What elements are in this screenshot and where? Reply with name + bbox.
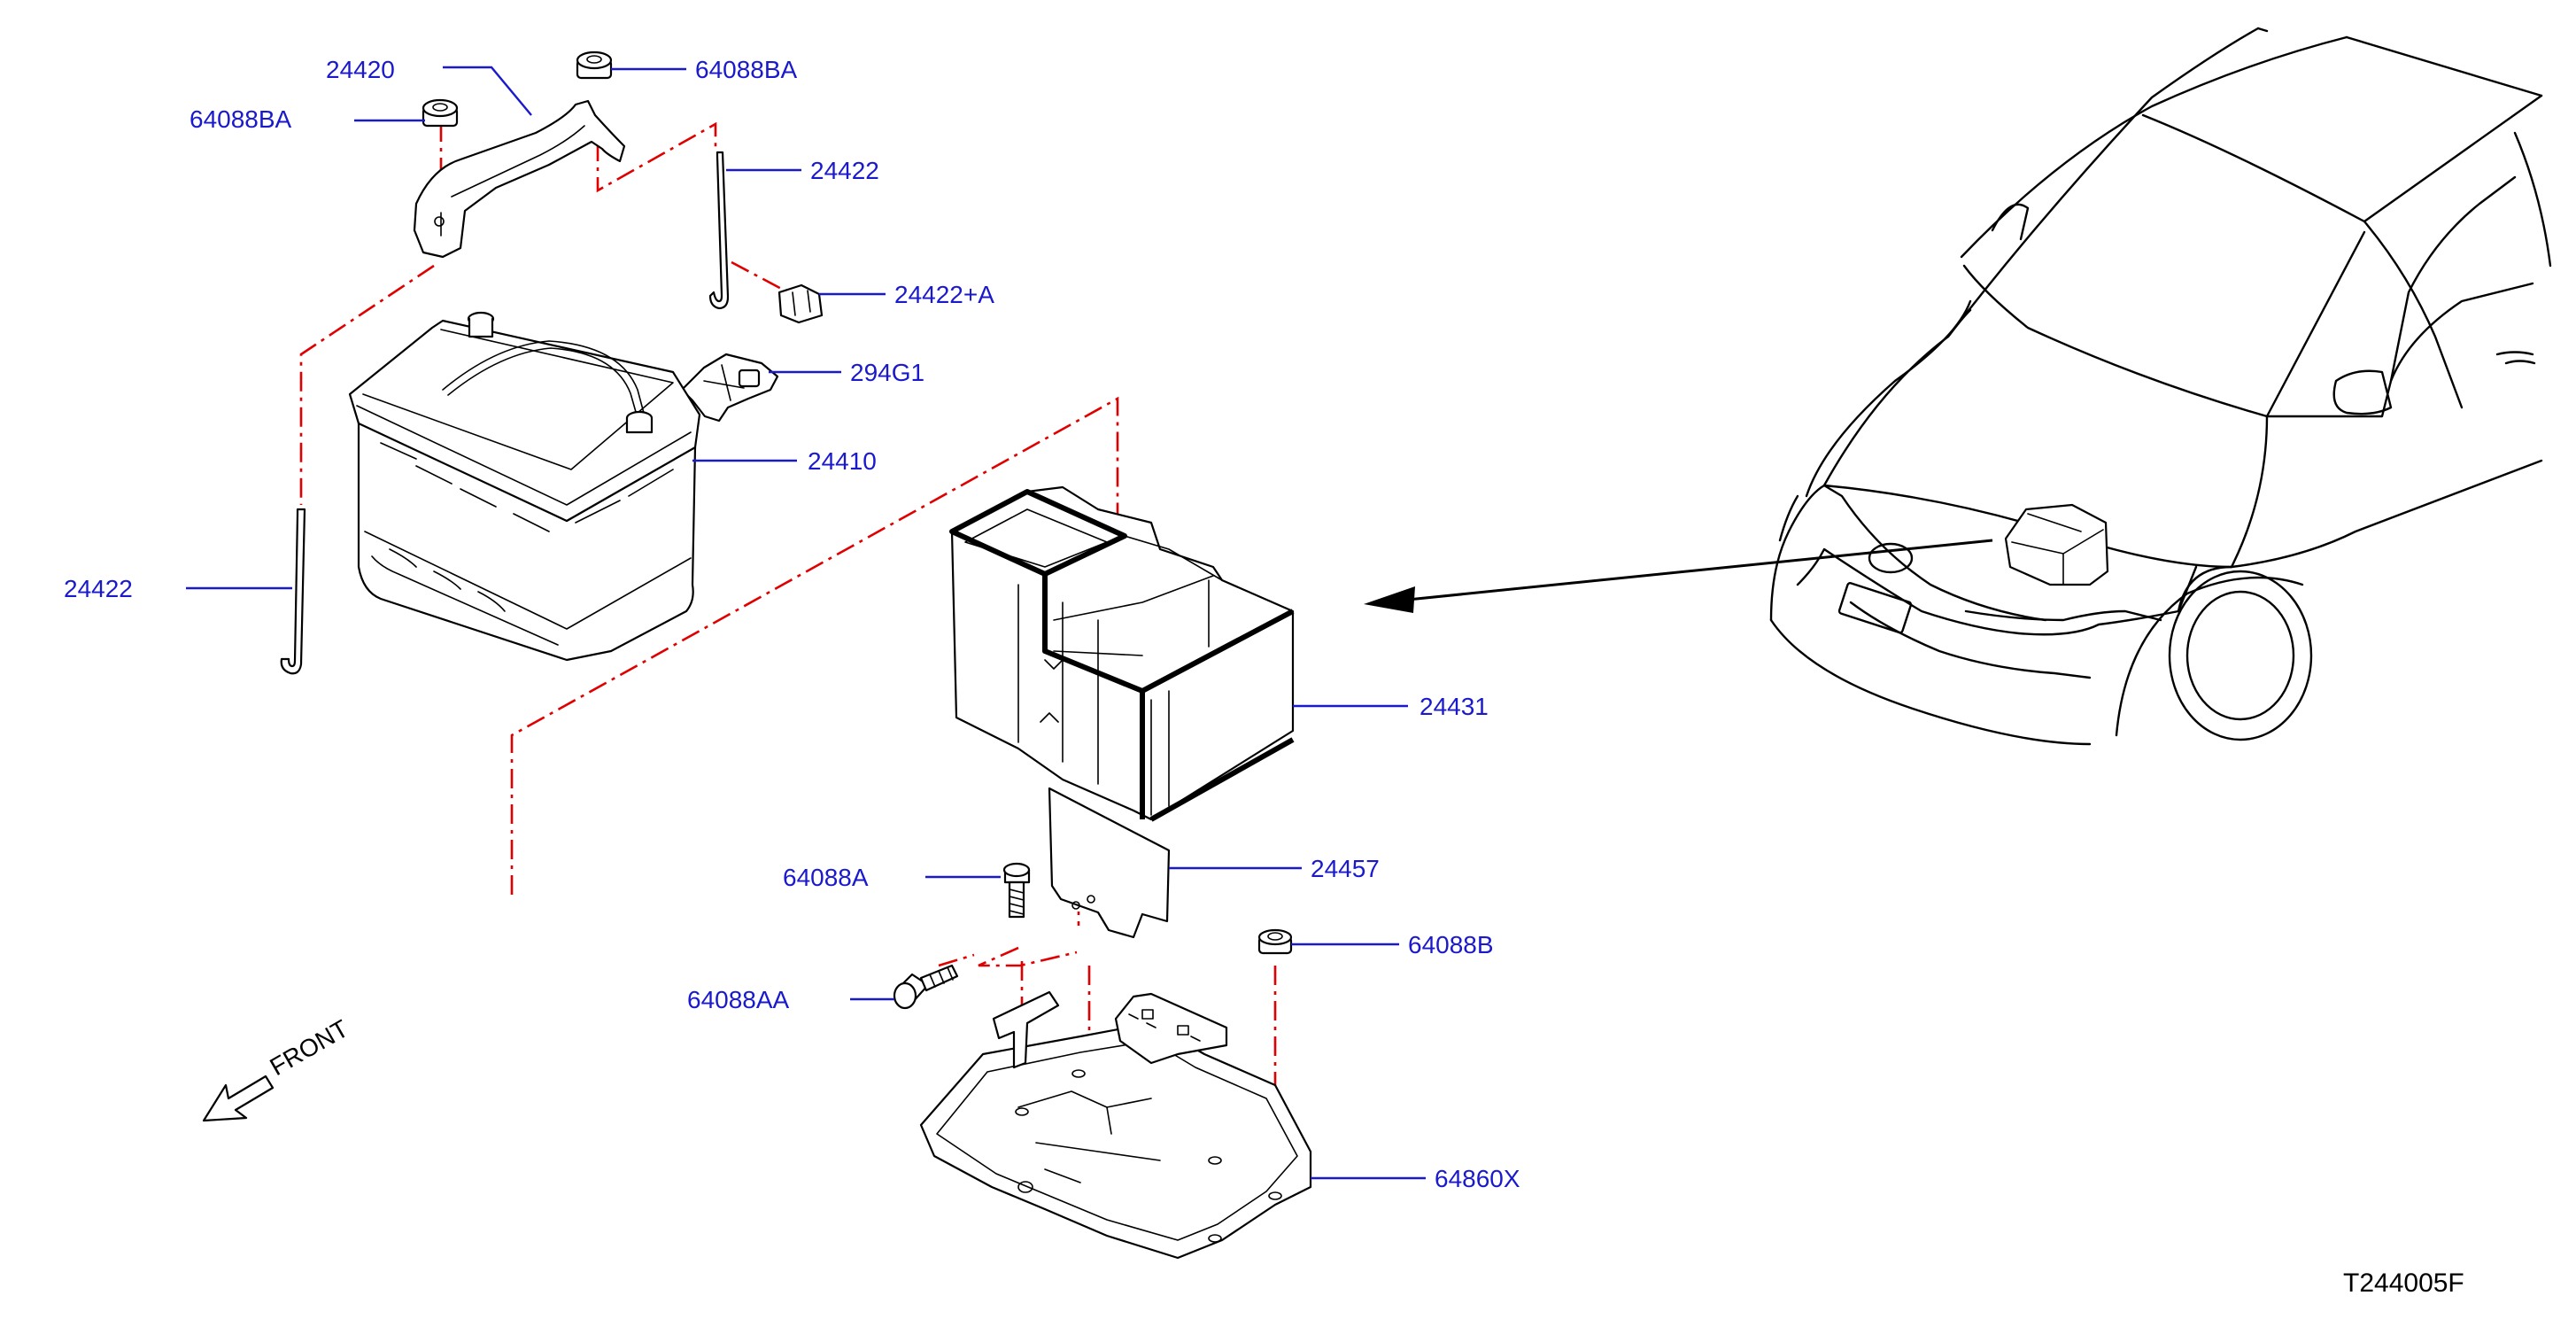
j-bolt-24422-left — [280, 508, 306, 675]
tray-box-24431 — [949, 485, 1295, 822]
callout-64088ba-left: 64088BA — [190, 105, 292, 133]
callout-labels: 24420 64088BA 64088BA 24422 24422+A 294G… — [64, 56, 1520, 1192]
callout-24422-top: 24422 — [810, 157, 879, 184]
base-tray-64860x — [919, 990, 1312, 1260]
callout-24410: 24410 — [808, 447, 877, 475]
callout-24422a: 24422+A — [894, 281, 994, 308]
j-bolt-24422-top — [708, 151, 730, 310]
vehicle-illustration — [1769, 27, 2552, 746]
bolt-64088a — [1002, 862, 1031, 919]
nut-64088ba-left — [422, 98, 459, 128]
callout-24431: 24431 — [1420, 693, 1489, 720]
callout-64088b: 64088B — [1408, 931, 1494, 958]
bolt-64088aa — [893, 964, 959, 1010]
clip-24422a — [777, 283, 824, 324]
leader-lines — [186, 66, 1426, 1180]
callout-24422-left: 24422 — [64, 575, 133, 602]
callout-64088ba-top: 64088BA — [695, 56, 798, 83]
callout-24457: 24457 — [1311, 855, 1380, 882]
front-label: FRONT — [266, 1014, 353, 1081]
terminal-294g1 — [680, 353, 779, 423]
callout-64860x: 64860X — [1435, 1165, 1520, 1192]
battery-24410 — [348, 311, 701, 662]
callout-294g1: 294G1 — [850, 359, 924, 386]
bracket-24420 — [413, 99, 626, 259]
callout-64088a: 64088A — [783, 864, 869, 891]
nut-64088b — [1257, 928, 1293, 955]
nut-64088ba-top — [576, 50, 613, 80]
callout-24420: 24420 — [326, 56, 395, 83]
callout-64088aa: 64088AA — [687, 986, 790, 1013]
callout-arrow — [1364, 539, 1993, 613]
drawing-code: T244005F — [2343, 1269, 2464, 1298]
front-arrow — [202, 1075, 275, 1122]
plate-24457 — [1048, 787, 1171, 939]
